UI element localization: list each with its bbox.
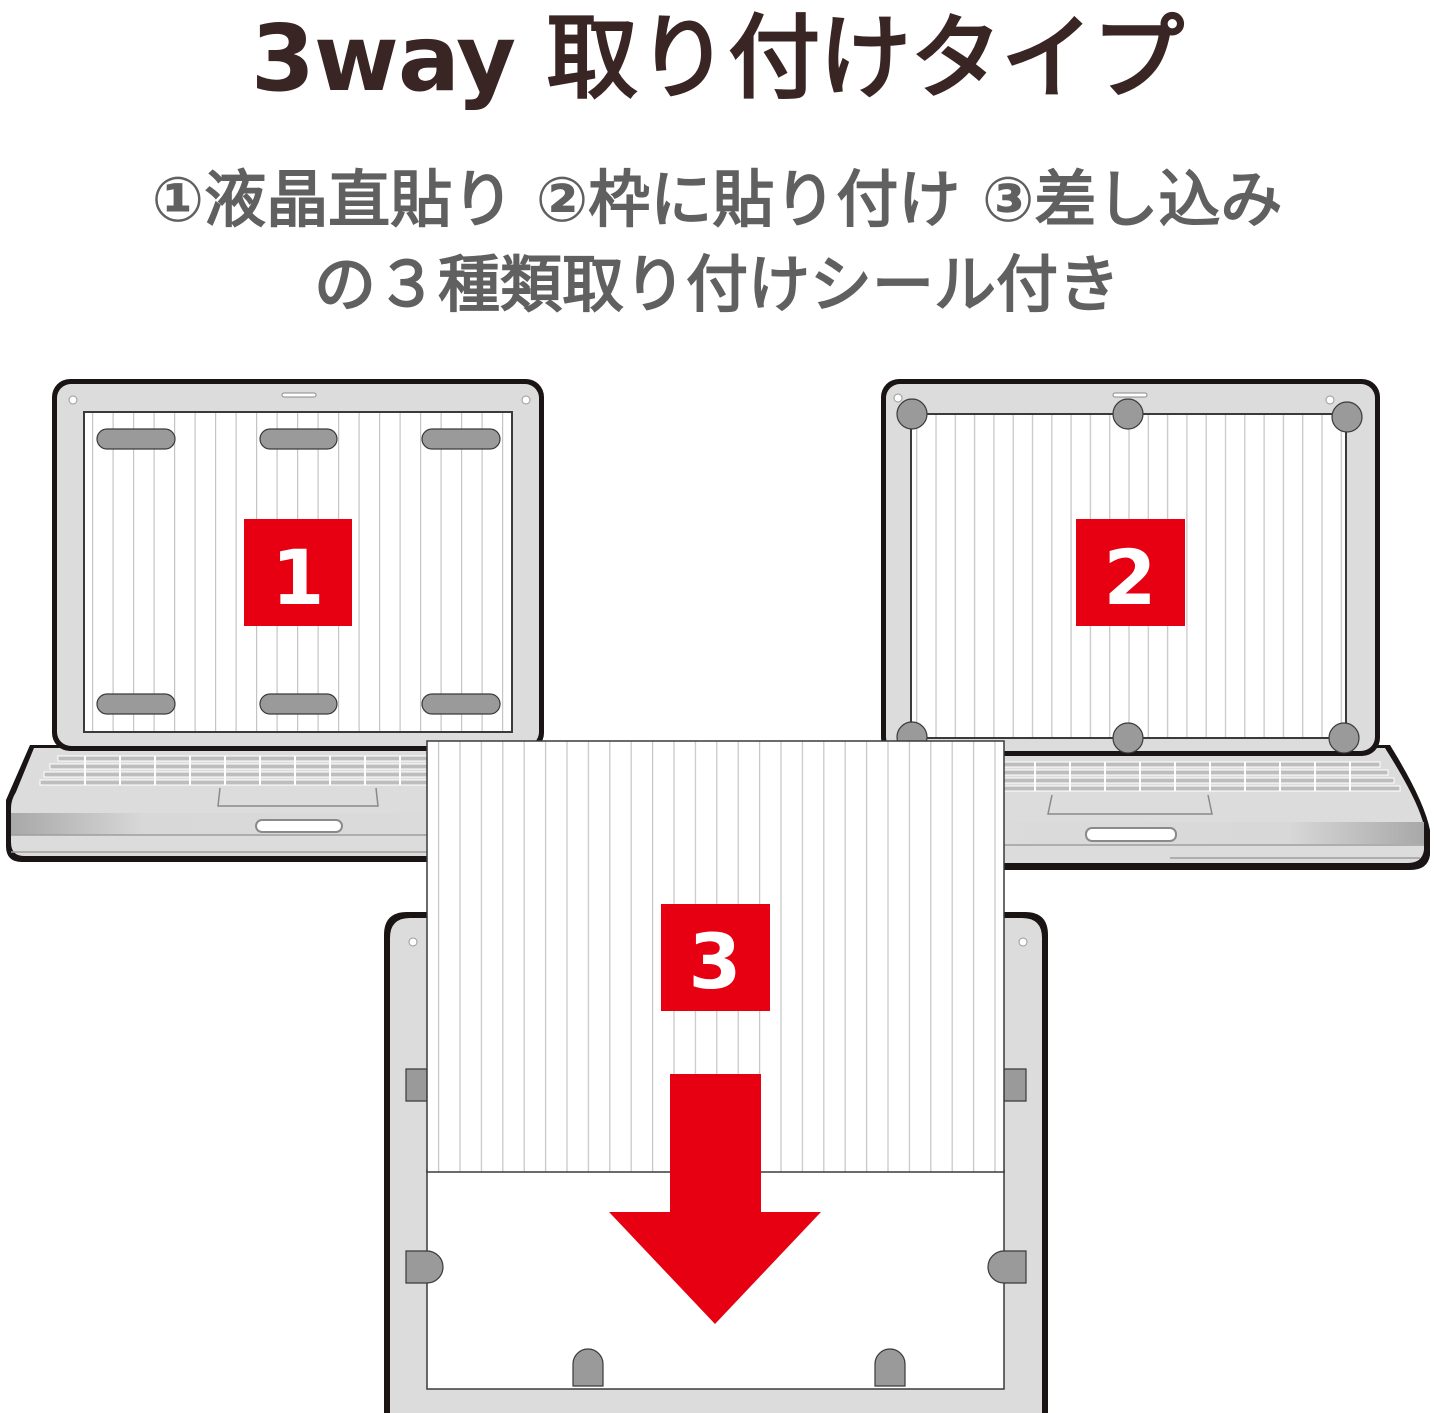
subtitle-line-2: の３種類取り付けシール付き [313,248,1120,321]
badge-2-number: 2 [1104,533,1157,622]
badge-3 [661,904,770,1011]
laptop-1: 1 [6,379,544,862]
arrow-down-icon [609,1074,821,1324]
laptop-2: 2 [880,379,1430,870]
adhesive-dots [896,398,1363,754]
badge-3-number: 3 [689,917,742,1006]
badge-1-number: 1 [272,533,325,622]
badge-2 [1076,519,1185,626]
badge-1 [244,519,352,626]
page-title: 3way 取り付けタイプ [250,5,1184,112]
subtitle-line-1: ①液晶直貼り ②枠に貼り付け ③差し込み [151,163,1283,236]
adhesive-strips [96,428,501,715]
